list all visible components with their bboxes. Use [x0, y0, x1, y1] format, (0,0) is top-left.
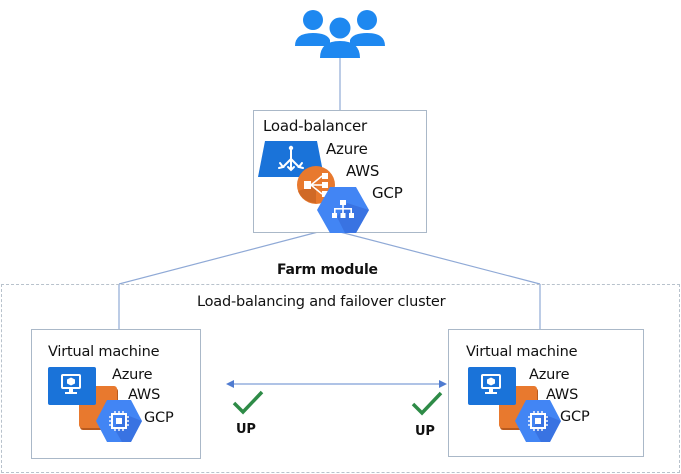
vm-provider-aws: AWS	[546, 387, 579, 403]
vm-box-right: Virtual machine Azure AWS GCP	[448, 329, 644, 457]
vm-provider-gcp: GCP	[560, 409, 590, 425]
check-icon	[232, 390, 264, 420]
status-badge-left: UP	[236, 422, 256, 437]
vm-provider-azure: Azure	[112, 367, 153, 383]
lb-provider-aws: AWS	[346, 162, 380, 180]
azure-vm-icon	[468, 367, 516, 409]
check-icon	[411, 391, 443, 421]
load-balancer-box: Load-balancer Azure	[253, 110, 427, 233]
farm-cluster-boundary	[1, 284, 680, 473]
aws-elb-icon	[296, 165, 336, 209]
vm-provider-gcp: GCP	[144, 410, 174, 426]
status-badge-right: UP	[415, 424, 435, 439]
cluster-label: Load-balancing and failover cluster	[197, 294, 446, 310]
azure-vm-icon	[48, 367, 96, 409]
gcp-compute-engine-icon	[515, 400, 561, 446]
vm-provider-aws: AWS	[128, 387, 161, 403]
lb-provider-azure: Azure	[326, 140, 368, 158]
gcp-load-balancing-icon	[317, 187, 369, 237]
azure-load-balancer-icon	[258, 141, 324, 181]
lb-to-left-line	[118, 231, 319, 285]
users-icon	[293, 6, 387, 62]
vm-provider-azure: Azure	[529, 367, 570, 383]
vm-box-left: Virtual machine Azure AWS GCP	[31, 329, 201, 459]
gcp-compute-engine-icon	[96, 400, 142, 446]
lb-provider-gcp: GCP	[372, 184, 403, 202]
lb-to-right-line	[339, 231, 541, 285]
farm-module-title: Farm module	[277, 262, 378, 278]
vm-title: Virtual machine	[48, 344, 160, 360]
vm-title: Virtual machine	[466, 344, 578, 360]
load-balancer-title: Load-balancer	[263, 117, 368, 135]
